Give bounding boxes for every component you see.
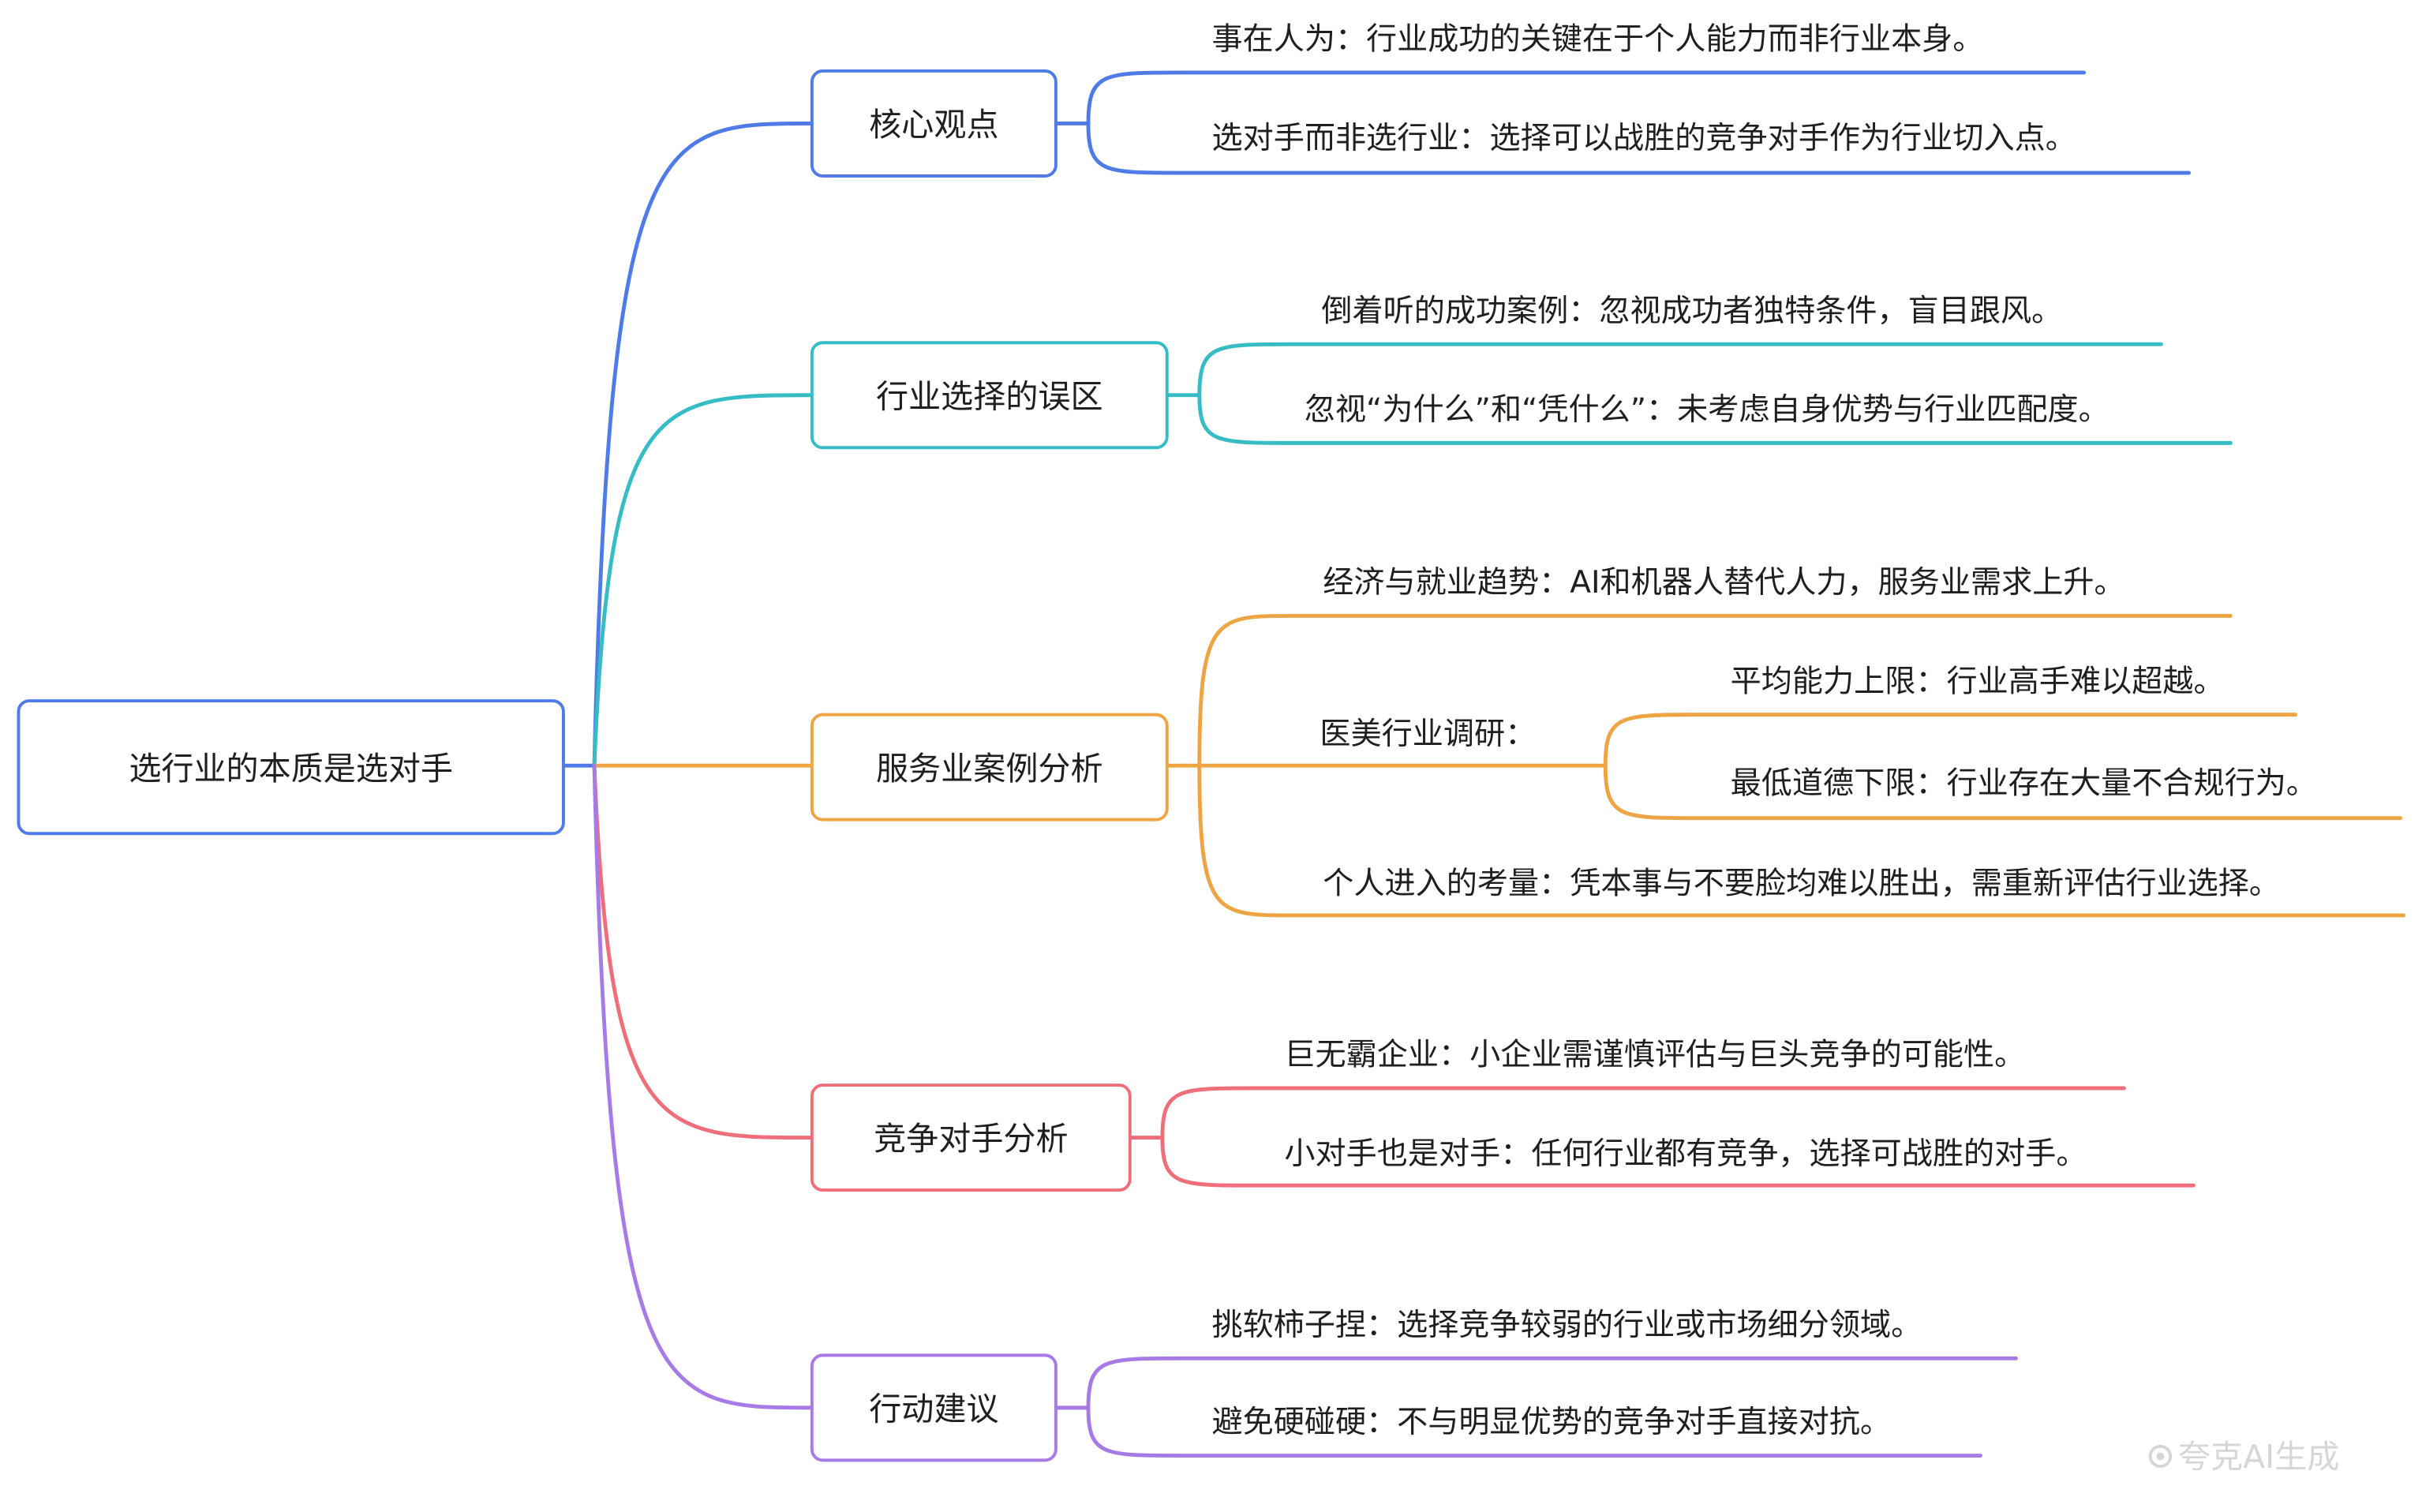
- quark-logo-icon: [2148, 1443, 2173, 1468]
- root-branch-connector: [592, 763, 813, 1140]
- leaf-topic[interactable]: 巨无霸企业：小企业需谨慎评估与巨头竞争的可能性。: [1284, 1035, 2026, 1073]
- leaf-topic[interactable]: 最低道德下限：行业存在大量不合规行为。: [1730, 764, 2317, 802]
- leaf-connector: [1160, 1086, 2126, 1140]
- branch-node-misconceptions[interactable]: 行业选择的误区: [810, 341, 1169, 450]
- leaf-topic[interactable]: 个人进入的考量：凭本事与不要脸均难以胜出，需重新评估行业选择。: [1323, 864, 2281, 902]
- root-branch-connector: [592, 393, 813, 768]
- leaf-topic[interactable]: 挑软柿子捏：选择竞争较弱的行业或市场细分领域。: [1211, 1305, 1922, 1343]
- leaf-topic[interactable]: 忽视“为什么”和“凭什么”：未考虑自身优势与行业匹配度。: [1304, 390, 2109, 428]
- leaf-connector: [1086, 122, 2192, 175]
- branch-label: 核心观点: [869, 106, 999, 144]
- leaf-topic[interactable]: 避免硬碰硬：不与明显优势的竞争对手直接对抗。: [1211, 1403, 1892, 1440]
- leaf-topic[interactable]: 选对手而非选行业：选择可以战胜的竞争对手作为行业切入点。: [1211, 118, 2076, 156]
- leaf-topic[interactable]: 医美行业调研：: [1320, 714, 1537, 752]
- leaf-connector: [1086, 1356, 2018, 1410]
- leaf-connector: [1197, 763, 2405, 918]
- watermark-text: 夸克AI生成: [2177, 1438, 2340, 1476]
- leaf-connector: [1086, 70, 2087, 125]
- leaf-connector: [1086, 1405, 1982, 1458]
- mind-map: 选行业的本质是选对手 核心观点 行业选择的误区 服务业案例分析 竞争对手分析 行…: [17, 20, 2405, 1479]
- leaf-topic[interactable]: 事在人为：行业成功的关键在于个人能力而非行业本身。: [1211, 20, 1984, 58]
- branch-label: 行动建议: [869, 1390, 999, 1428]
- root-branch-connector: [592, 763, 813, 1410]
- branch-label: 竞争对手分析: [874, 1121, 1069, 1158]
- subleaf-connector: [1603, 763, 2403, 821]
- leaf-topic[interactable]: 经济与就业趋势：AI和机器人替代人力，服务业需求上升。: [1323, 563, 2125, 601]
- branch-node-action-advice[interactable]: 行动建议: [810, 1353, 1058, 1462]
- root-label: 选行业的本质是选对手: [129, 750, 454, 788]
- leaf-topic[interactable]: 小对手也是对手：任何行业都有竞争，选择可战胜的对手。: [1284, 1134, 2087, 1172]
- subleaf-connector: [1603, 713, 2298, 768]
- leaf-connector: [1160, 1136, 2196, 1188]
- leaf-topic[interactable]: 平均能力上限：行业高手难以超越。: [1730, 662, 2225, 700]
- root-branch-connector: [592, 122, 813, 768]
- branch-node-service-case[interactable]: 服务业案例分析: [810, 713, 1169, 821]
- leaf-topic[interactable]: 倒着听的成功案例：忽视成功者独特条件，盲目跟风。: [1321, 291, 2063, 329]
- root-node[interactable]: 选行业的本质是选对手: [17, 699, 565, 836]
- branch-node-competitor-analysis[interactable]: 竞争对手分析: [810, 1083, 1132, 1192]
- watermark: 夸克AI生成: [2148, 1432, 2340, 1479]
- branch-label: 服务业案例分析: [876, 750, 1103, 788]
- branch-label: 行业选择的误区: [876, 378, 1103, 416]
- branch-node-core-views[interactable]: 核心观点: [810, 69, 1058, 178]
- leaf-connector: [1197, 613, 2233, 768]
- leaf-connector: [1197, 342, 2163, 398]
- connector-layer: [563, 70, 2405, 1458]
- leaf-connector: [1197, 393, 2233, 445]
